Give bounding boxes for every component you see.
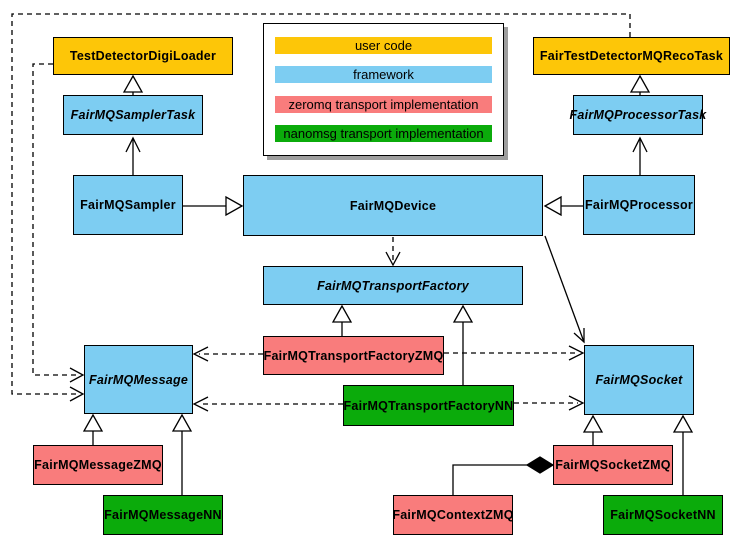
edge-device-transportfactory [385, 237, 401, 267]
node-fairmq-socket-zmq: FairMQSocketZMQ [553, 445, 673, 485]
edge-messagezmq-message [82, 413, 104, 445]
node-label: FairMQDevice [349, 198, 437, 213]
edge-processortask-recotask [629, 74, 651, 95]
edge-socketnn-socket [672, 414, 694, 495]
legend-label: framework [353, 67, 414, 83]
node-label: FairTestDetectorMQRecoTask [539, 49, 724, 63]
node-label: FairMQTransportFactoryZMQ [263, 348, 444, 363]
node-fairmq-context-zmq: FairMQContextZMQ [392, 495, 514, 535]
edge-processor-processortask [632, 136, 648, 175]
node-label: FairMQProcessorTask [569, 108, 707, 122]
legend-item-user-code: user code [275, 37, 492, 54]
edge-samplertask-digiloader [122, 74, 144, 95]
edge-factoryzmq-message [192, 346, 263, 362]
node-fairmq-processor: FairMQProcessor [583, 175, 695, 235]
edge-sampler-device [183, 195, 244, 217]
node-fairmq-device: FairMQDevice [243, 175, 543, 236]
node-test-detector-digi-loader: TestDetectorDigiLoader [53, 37, 233, 75]
node-label: FairMQMessageNN [104, 508, 222, 522]
node-fairmq-transport-factory-nn: FairMQTransportFactoryNN [343, 385, 514, 426]
node-label: FairMQSamplerTask [70, 108, 196, 122]
node-fairmq-message-zmq: FairMQMessageZMQ [33, 445, 163, 485]
legend-item-framework: framework [275, 66, 492, 84]
node-label: FairMQSocketNN [610, 508, 716, 522]
legend-label: user code [354, 38, 413, 53]
edge-sampler-samplertask [125, 136, 141, 175]
node-label: FairMQSampler [80, 198, 176, 212]
edge-factorynn-transportfactory [452, 304, 474, 385]
node-fairmq-socket-nn: FairMQSocketNN [603, 495, 723, 535]
node-label: FairMQProcessor [585, 198, 693, 212]
legend-item-zeromq: zeromq transport implementation [275, 95, 492, 113]
edge-factoryzmq-transportfactory [331, 304, 353, 336]
node-label: FairMQContextZMQ [392, 508, 514, 522]
node-fairmq-transport-factory-zmq: FairMQTransportFactoryZMQ [263, 336, 444, 375]
node-label: FairMQTransportFactory [317, 278, 469, 293]
legend-label: nanomsg transport implementation [283, 125, 484, 141]
node-label: FairMQMessage [88, 372, 189, 387]
node-label: TestDetectorDigiLoader [69, 49, 217, 63]
node-label: FairMQMessageZMQ [34, 458, 162, 472]
node-fairmq-sampler-task: FairMQSamplerTask [63, 95, 203, 135]
node-fairmq-message: FairMQMessage [84, 345, 193, 414]
edge-socketzmq-socket [582, 414, 604, 445]
edge-processor-device [543, 195, 583, 217]
edge-messagenn-message [171, 413, 193, 495]
legend-label: zeromq transport implementation [288, 96, 479, 112]
node-fairmq-sampler: FairMQSampler [73, 175, 183, 235]
node-fairmq-socket: FairMQSocket [584, 345, 694, 415]
edge-recotask-to-message [11, 13, 631, 402]
node-fair-test-detector-mq-reco-task: FairTestDetectorMQRecoTask [533, 37, 730, 75]
node-label: FairMQSocket [595, 373, 683, 387]
edge-device-socket [544, 235, 585, 344]
legend: user code framework zeromq transport imp… [263, 23, 504, 156]
edge-factorynn-message [192, 396, 343, 412]
edge-contextzmq-socketzmq [452, 456, 555, 495]
node-fairmq-processor-task: FairMQProcessorTask [570, 95, 706, 135]
node-label: FairMQSocketZMQ [555, 458, 671, 472]
legend-item-nanomsg: nanomsg transport implementation [275, 124, 492, 142]
edge-factoryzmq-socket [444, 345, 585, 361]
node-fairmq-message-nn: FairMQMessageNN [103, 495, 223, 535]
node-label: FairMQTransportFactoryNN [343, 398, 514, 413]
node-fairmq-transport-factory: FairMQTransportFactory [263, 266, 523, 305]
edge-digiloader-to-message [32, 63, 85, 383]
edge-factorynn-socket [514, 395, 585, 411]
